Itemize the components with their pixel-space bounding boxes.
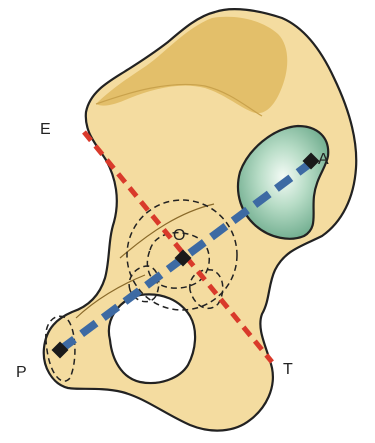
label-P: P <box>16 364 27 381</box>
label-E: E <box>40 121 51 138</box>
label-A: A <box>318 151 329 168</box>
label-T: T <box>283 361 293 378</box>
obturator-foramen <box>109 294 195 383</box>
label-O: O <box>173 227 185 244</box>
